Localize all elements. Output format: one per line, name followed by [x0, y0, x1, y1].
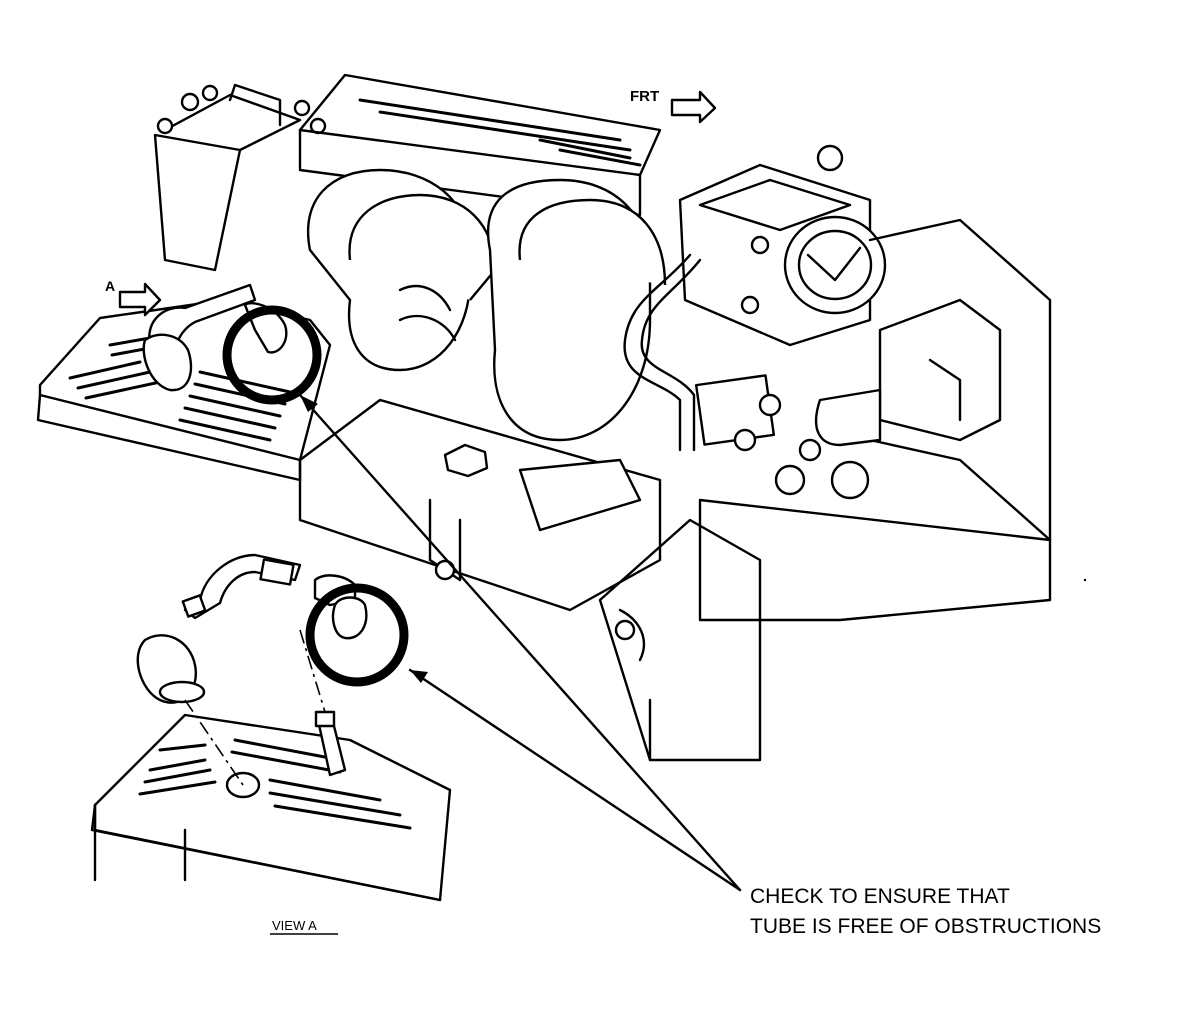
callout-line-2: TUBE IS FREE OF OBSTRUCTIONS	[750, 915, 1101, 938]
view-title: VIEW A	[272, 918, 317, 933]
callout-leaders	[298, 393, 742, 892]
inset-valve-cover	[93, 713, 452, 902]
right-valve-cover	[298, 398, 662, 612]
vacuum-hose	[623, 253, 692, 452]
leader-arrowhead-inset	[410, 670, 428, 683]
front-arrow	[670, 90, 717, 124]
callout-line-1: CHECK TO ENSURE THAT	[750, 885, 1010, 908]
engine-block	[36, 73, 1052, 762]
highlight-ring-main	[222, 305, 322, 405]
view-a-inset	[90, 553, 452, 902]
plenum	[298, 73, 662, 177]
highlight-ring-inset	[305, 583, 409, 687]
front-label: FRT	[630, 88, 659, 105]
plenum-ribs	[358, 98, 642, 167]
throttle-body	[678, 144, 887, 347]
view-a-arrow	[118, 282, 162, 317]
inset-grommet	[331, 596, 368, 640]
lower-block	[698, 498, 1052, 622]
speck	[1083, 578, 1087, 582]
inset-fins	[138, 738, 412, 830]
distributor	[153, 133, 242, 272]
pcv-valve-main	[142, 333, 193, 392]
sensor-cluster	[694, 374, 882, 500]
intake-runners	[307, 168, 667, 442]
right-housing	[868, 218, 1052, 542]
oil-fill-cap	[443, 443, 489, 478]
left-valve-cover	[38, 298, 332, 462]
leader-arrowhead-main	[300, 395, 318, 412]
view-arrow-label: A	[105, 278, 115, 294]
engine-lower-side	[598, 518, 762, 762]
